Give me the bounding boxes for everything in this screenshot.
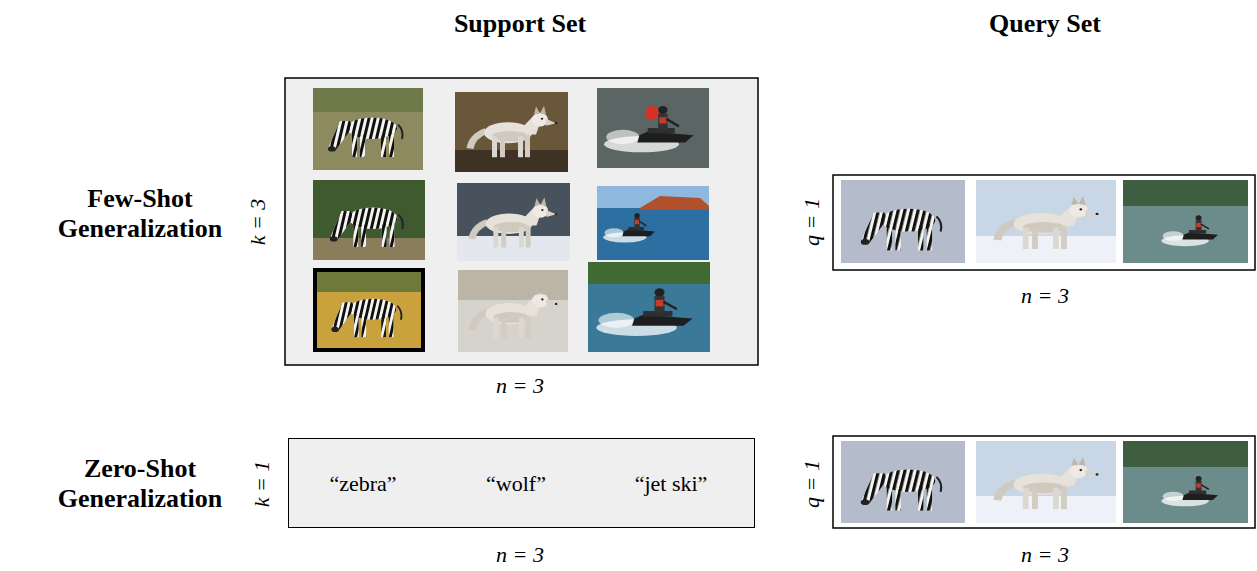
support-text-box: “zebra” “wolf” “jet ski” <box>288 438 755 528</box>
dimension-label: q = 1 <box>799 460 824 508</box>
dimension-label: n = 3 <box>496 373 544 398</box>
support-set-box <box>285 78 758 365</box>
jet-ski-photo <box>597 186 709 260</box>
zebra-photo <box>841 441 965 523</box>
row-heading: Few-Shot Generalization <box>33 184 248 244</box>
query-set-box <box>833 175 1255 270</box>
dimension-label: k = 1 <box>249 461 274 508</box>
wolf-photo <box>457 183 570 261</box>
class-name: “wolf” <box>486 471 546 497</box>
column-heading: Support Set <box>454 9 586 39</box>
dimension-label: k = 3 <box>245 199 270 246</box>
wolf-photo <box>455 92 568 172</box>
dimension-label: n = 3 <box>496 542 544 567</box>
wolf-photo <box>976 441 1116 523</box>
dimension-label: n = 3 <box>1021 542 1069 567</box>
row-heading: Zero-Shot Generalization <box>33 454 248 514</box>
zebra-photo <box>841 180 965 263</box>
jet-ski-photo <box>588 262 710 352</box>
class-name: “zebra” <box>329 471 396 497</box>
jet-ski-photo <box>1123 180 1248 263</box>
zebra-photo <box>313 88 423 170</box>
zebra-photo <box>313 268 425 352</box>
jet-ski-photo <box>597 88 709 168</box>
dimension-label: q = 1 <box>799 198 824 246</box>
wolf-photo <box>976 180 1116 263</box>
class-name: “jet ski” <box>635 471 708 497</box>
query-set-box <box>833 436 1255 528</box>
jet-ski-photo <box>1123 441 1248 523</box>
dimension-label: n = 3 <box>1021 283 1069 308</box>
wolf-photo <box>458 270 568 352</box>
zebra-photo <box>313 180 425 260</box>
column-heading: Query Set <box>989 9 1101 39</box>
